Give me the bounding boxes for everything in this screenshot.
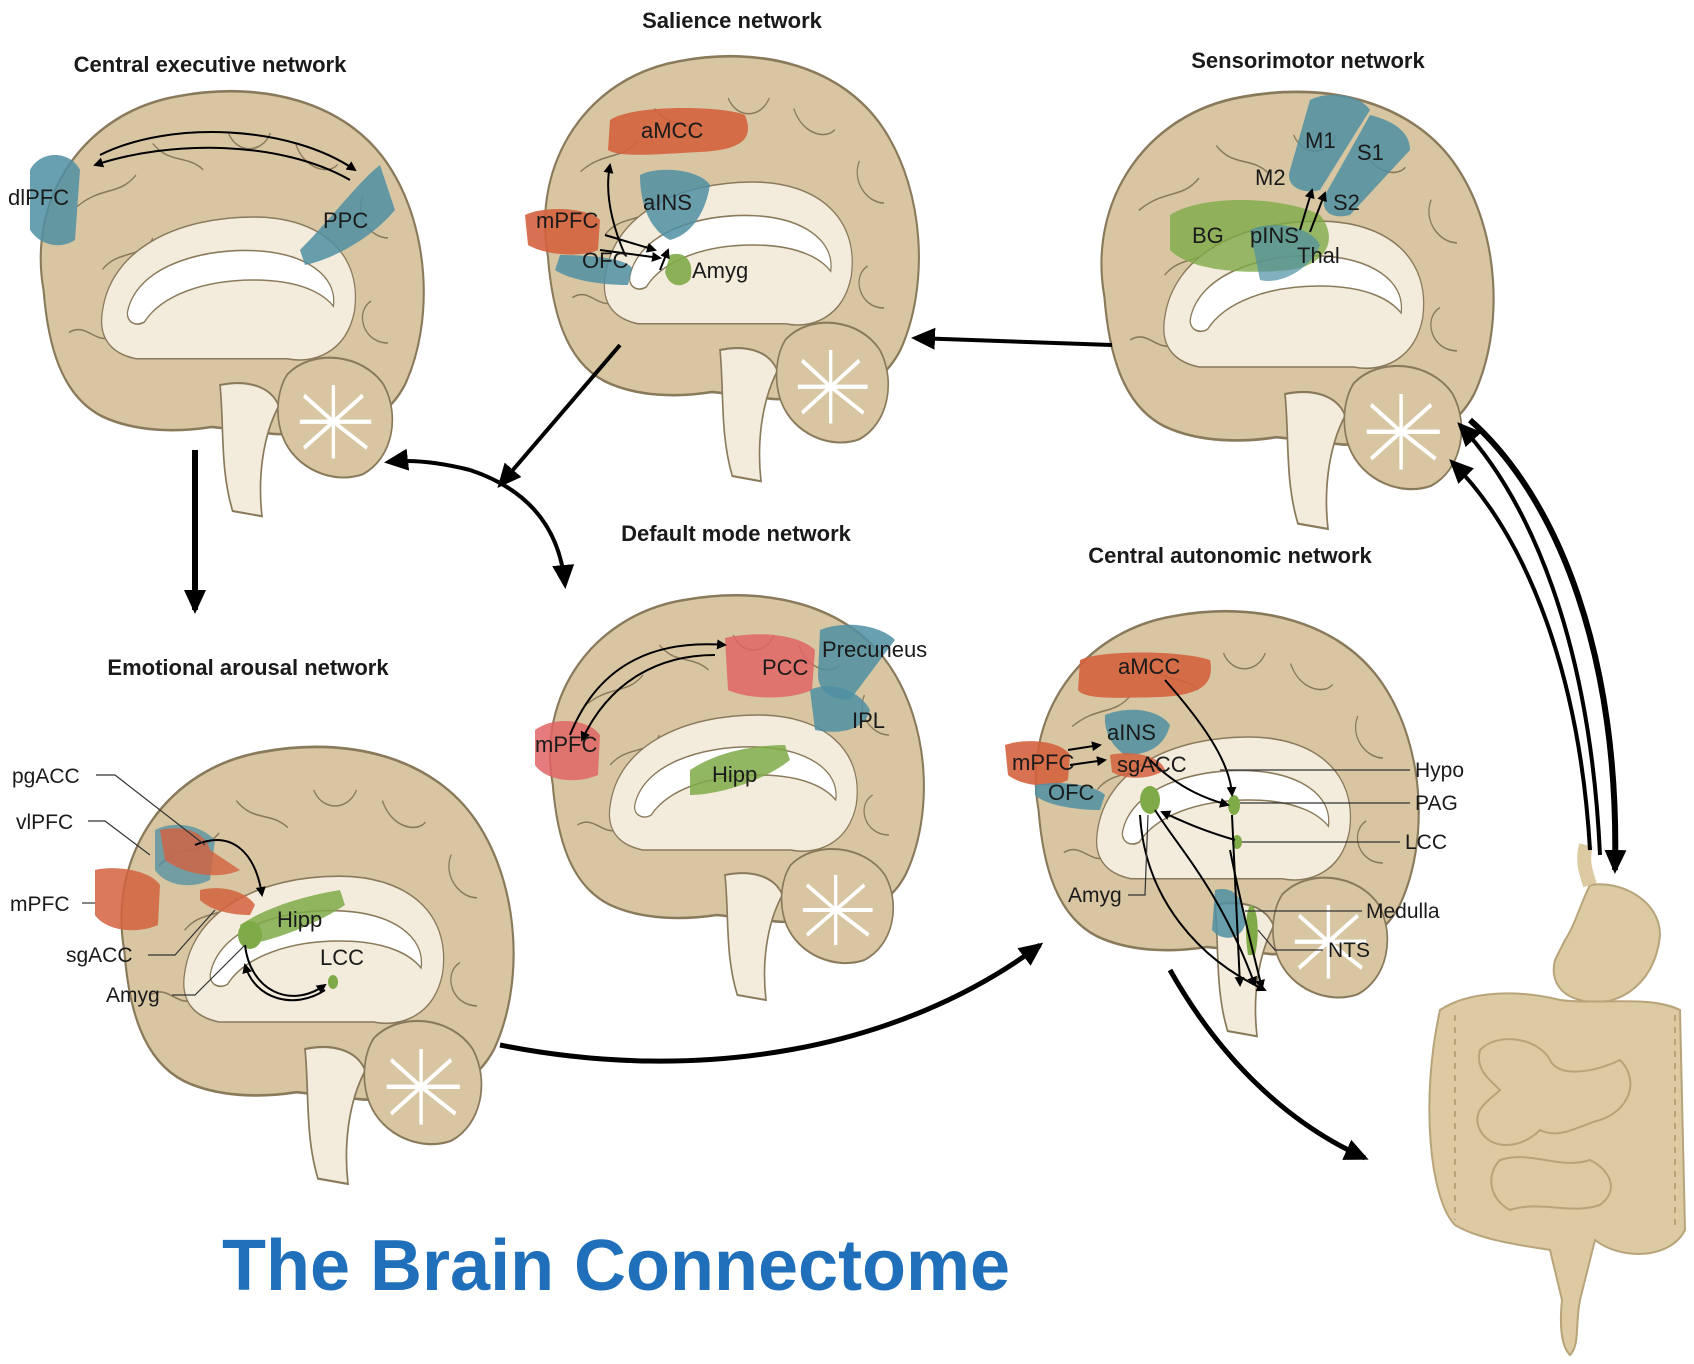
label-s2: S2 <box>1333 190 1360 215</box>
label-m1: M1 <box>1305 128 1336 153</box>
title-emotional-arousal: Emotional arousal network <box>107 655 389 680</box>
arrow-gut-to-smn-outer <box>1452 462 1590 850</box>
arrow-sal-to-dmn <box>500 345 620 485</box>
gut-icon <box>1429 845 1685 1355</box>
brain-icon <box>41 91 424 516</box>
label-pins: pINS <box>1250 223 1299 248</box>
label-ains: aINS <box>1107 720 1156 745</box>
brain-emotional-arousal <box>95 747 514 1184</box>
label-bg: BG <box>1192 223 1224 248</box>
label-pcc: PCC <box>762 655 809 680</box>
brain-central-executive <box>30 91 424 516</box>
label-ofc: OFC <box>1048 780 1095 805</box>
label-m2: M2 <box>1255 165 1286 190</box>
title-default-mode: Default mode network <box>621 521 852 546</box>
arrow-smn-to-sal <box>915 338 1112 345</box>
brain-icon <box>121 747 513 1184</box>
label-lcc: LCC <box>320 945 364 970</box>
label-amyg: Amyg <box>1068 884 1122 907</box>
label-nts: NTS <box>1328 939 1370 962</box>
label-pgacc: pgACC <box>12 765 80 788</box>
label-amyg: Amyg <box>106 984 160 1007</box>
title-central-autonomic: Central autonomic network <box>1088 543 1372 568</box>
label-sgacc: sgACC <box>66 944 133 967</box>
arrow-ean-to-can <box>500 945 1040 1061</box>
region-pag <box>1228 795 1240 815</box>
label-amyg: Amyg <box>692 258 748 283</box>
label-hipp: Hipp <box>277 907 322 932</box>
label-hipp: Hipp <box>712 762 757 787</box>
region-lcc <box>328 975 338 989</box>
label-s1: S1 <box>1357 140 1384 165</box>
label-lcc: LCC <box>1405 831 1447 854</box>
region-amyg <box>1140 786 1160 814</box>
label-ppc: PPC <box>323 208 368 233</box>
region-amyg <box>238 921 262 949</box>
label-vlpfc: vlPFC <box>16 811 73 834</box>
label-mpfc: mPFC <box>535 732 597 757</box>
title-central-executive: Central executive network <box>74 52 347 77</box>
label-dlpfc: dlPFC <box>8 185 69 210</box>
label-sgacc: sgACC <box>1117 752 1187 777</box>
arrow-cen-to-dmn <box>470 470 565 585</box>
label-mpfc: mPFC <box>10 893 70 916</box>
label-precuneus: Precuneus <box>822 637 927 662</box>
label-medulla: Medulla <box>1366 900 1440 923</box>
title-sensorimotor: Sensorimotor network <box>1191 48 1425 73</box>
label-pag: PAG <box>1415 792 1458 815</box>
page-title: The Brain Connectome <box>222 1226 1010 1306</box>
region-mpfc <box>95 868 160 930</box>
label-hypo: Hypo <box>1415 759 1464 782</box>
brain-central-autonomic <box>1005 611 1419 1036</box>
title-salience: Salience network <box>642 8 823 33</box>
brain-sensorimotor <box>1101 92 1493 529</box>
label-ipl: IPL <box>852 708 885 733</box>
label-mpfc: mPFC <box>1012 750 1074 775</box>
arrow-dmn-to-cen <box>388 461 470 470</box>
label-thal: Thal <box>1297 243 1340 268</box>
label-mpfc: mPFC <box>536 208 598 233</box>
label-ains: aINS <box>643 190 692 215</box>
label-amcc: aMCC <box>1118 654 1180 679</box>
label-ofc: OFC <box>582 248 629 273</box>
arrow-smn-to-gut <box>1470 420 1615 870</box>
label-amcc: aMCC <box>641 118 703 143</box>
